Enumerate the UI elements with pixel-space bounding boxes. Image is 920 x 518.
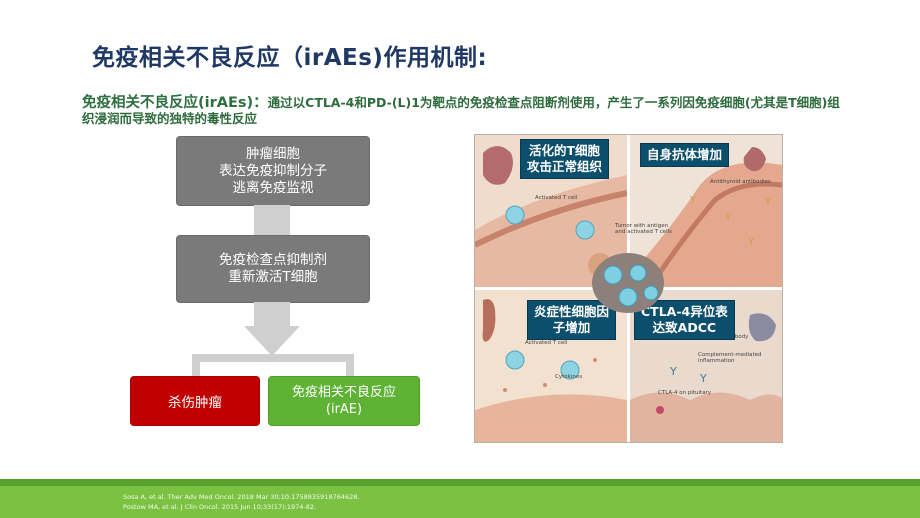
heart-organ-icon — [483, 146, 513, 185]
checkpoint-inhibitor-box: 免疫检查点抑制剂 重新激活T细胞 — [176, 235, 370, 303]
checkpoint-line-1: 免疫检查点抑制剂 — [219, 252, 327, 268]
tiny-antithyroid: Antithyroid antibodies — [710, 179, 771, 185]
kill-tumor-box: 杀伤肿瘤 — [130, 376, 260, 426]
reference-1: Sosa A, et al. Ther Adv Med Oncol. 2018 … — [123, 493, 360, 501]
tiny-tumor: Tumor with antigen and activated T cells — [615, 223, 673, 235]
label-br-line-2: 达致ADCC — [652, 320, 717, 335]
svg-text:Y: Y — [689, 195, 697, 206]
label-bl-line-2: 子增加 — [552, 320, 591, 335]
footer-bar — [0, 486, 920, 518]
label-tl-line-2: 攻击正常组织 — [527, 159, 603, 174]
branch-right — [346, 354, 354, 376]
label-activated-t-cell: 活化的T细胞 攻击正常组织 — [520, 139, 610, 179]
label-tl-line-1: 活化的T细胞 — [528, 143, 601, 158]
arrow-stem — [254, 302, 290, 326]
thyroid-organ-icon — [743, 147, 766, 172]
tissue-illustration-br: Y Y — [630, 313, 782, 442]
tiny-activated-t-cell-2: Activated T cell — [525, 340, 568, 346]
panel-autoantibody: Y Y Y Y Antithyroid antibodies 自身抗体增加 — [630, 135, 782, 287]
intestine-organ-icon — [482, 299, 496, 342]
page-title: 免疫相关不良反应（irAEs)作用机制: — [92, 45, 488, 71]
tiny-complement: Complement-mediated inflammation — [698, 352, 762, 364]
irae-box: 免疫相关不良反应 (irAE) — [268, 376, 420, 426]
irae-line-1: 免疫相关不良反应 — [291, 385, 396, 400]
down-arrow-icon — [244, 326, 300, 356]
reference-2: Postow MA, et al. J Clin Oncol. 2015 Jun… — [123, 503, 317, 511]
label-bl-line-1: 炎症性细胞因 — [534, 304, 610, 319]
tumor-cell-box: 肿瘤细胞 表达免疫抑制分子 逃离免疫监视 — [176, 136, 370, 206]
svg-text:Y: Y — [724, 212, 732, 223]
label-autoantibody: 自身抗体增加 — [640, 143, 730, 167]
tissue-illustration-tr: Y Y Y Y — [630, 147, 782, 287]
tumor-cell-line-3: 逃离免疫监视 — [232, 179, 314, 196]
subtitle-text: 通过以CTLA-4和PD-(L)1为靶点的免疫检查点阻断剂使用，产生了一系列因免… — [82, 95, 840, 126]
pituitary-organ-icon — [748, 313, 776, 342]
irae-line-2: (irAE) — [325, 402, 363, 417]
footer-bar-top — [0, 479, 920, 486]
tiny-activated-t-cell: Activated T cell — [535, 195, 578, 201]
subtitle-lead: 免疫相关不良反应(irAEs)： — [82, 95, 268, 111]
panel-cytokines: Activated T cell Cytokines 炎症性细胞因 子增加 — [475, 290, 627, 442]
branch-bar — [192, 354, 354, 362]
svg-text:Y: Y — [764, 197, 772, 208]
svg-text:Y: Y — [669, 365, 677, 378]
tumor-center-illustration — [592, 253, 664, 313]
references: Sosa A, et al. Ther Adv Med Oncol. 2018 … — [123, 492, 359, 512]
svg-text:Y: Y — [699, 372, 707, 385]
mechanism-figure: Activated T cell 活化的T细胞 攻击正常组织 Y Y Y Y A… — [474, 134, 783, 443]
tumor-cell-line-1: 肿瘤细胞 — [246, 145, 300, 162]
label-br-line-1: CTLA-4异位表 — [641, 304, 728, 319]
tiny-cytokines: Cytokines — [555, 374, 583, 380]
panel-ctla4-adcc: Y Y Anti-CTLA-4 antibody Complement-medi… — [630, 290, 782, 442]
tumor-cell-line-2: 表达免疫抑制分子 — [219, 162, 327, 179]
connector-1 — [254, 205, 290, 235]
branch-left — [192, 354, 200, 376]
label-cytokines: 炎症性细胞因 子增加 — [527, 300, 617, 340]
svg-text:Y: Y — [747, 237, 755, 248]
checkpoint-line-2: 重新激活T细胞 — [228, 269, 318, 285]
tissue-illustration-bl — [475, 299, 627, 442]
tiny-ctla4-pituitary: CTLA-4 on pituitary — [658, 390, 712, 396]
subtitle: 免疫相关不良反应(irAEs)：通过以CTLA-4和PD-(L)1为靶点的免疫检… — [82, 95, 852, 127]
label-ctla4-adcc: CTLA-4异位表 达致ADCC — [634, 300, 735, 340]
